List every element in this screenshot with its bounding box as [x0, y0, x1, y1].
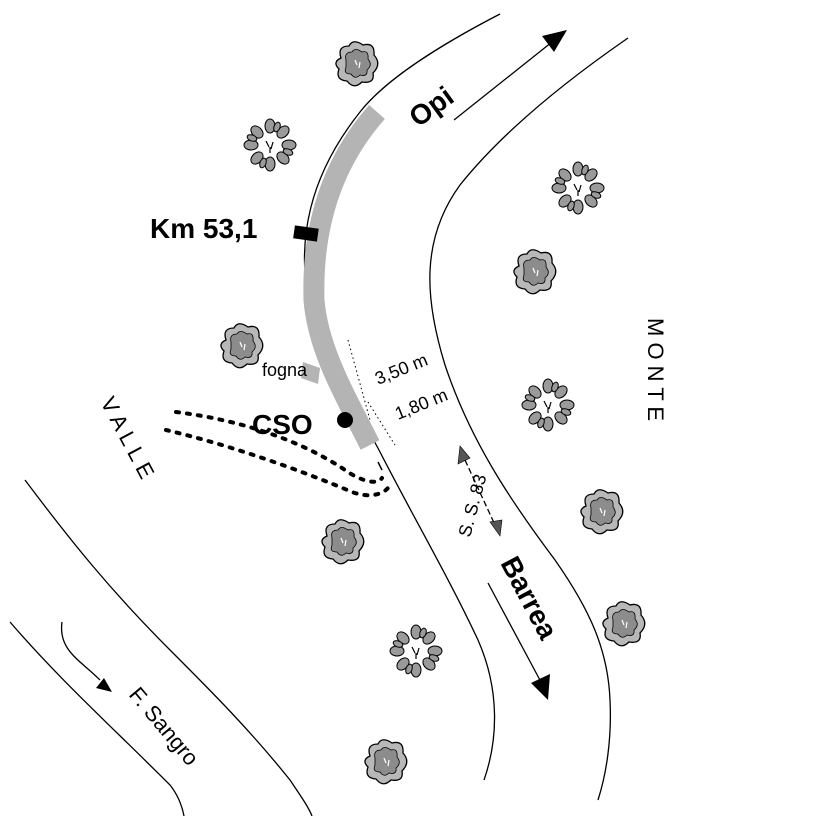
sewer-stub: [301, 362, 320, 384]
shrub-icon: [602, 601, 646, 647]
arrow-icon: [542, 30, 567, 52]
measure-line-1: [347, 339, 371, 421]
road-direction-double-arrow: [457, 445, 503, 537]
road-highlight-section: [303, 105, 385, 450]
road-name-label: S. S. 83: [455, 472, 491, 539]
cso-label: CSO: [252, 409, 313, 440]
arrow-icon: [96, 678, 112, 692]
river-flow-line: [60, 621, 101, 681]
shrub-icon: [580, 489, 624, 535]
tree-icon: [521, 378, 575, 432]
shrub-icon: [321, 519, 365, 565]
km-label: Km 53,1: [150, 213, 257, 244]
sewer-dotted-line-upper: [174, 410, 384, 484]
barrea-arrow-line: [487, 582, 542, 683]
tree-icon: [243, 118, 297, 172]
km-marker-icon: [293, 225, 319, 242]
road-right-edge: [429, 37, 629, 801]
shrub-icon: [364, 739, 408, 785]
river-bank-upper: [24, 479, 313, 816]
opi-arrow-line: [453, 41, 553, 121]
monte-label: M O N T E: [643, 318, 668, 421]
shrub-icon: [335, 41, 379, 87]
fogna-label: fogna: [262, 360, 308, 380]
river-bank-lower: [9, 621, 185, 816]
barrea-label: Barrea: [495, 551, 564, 644]
measure-tick: [377, 461, 383, 471]
distance-label-3-50: 3,50 m: [372, 350, 431, 389]
tree-icon: [551, 161, 605, 215]
tree-icon: [389, 624, 443, 678]
distance-label-1-80: 1,80 m: [392, 385, 451, 424]
manhole-icon: [337, 412, 353, 428]
river-label: F. Sangro: [124, 682, 204, 770]
opi-label: Opi: [403, 80, 459, 133]
valle-label: V A L L E: [96, 393, 160, 483]
shrub-icon: [513, 249, 557, 295]
sewer-dotted-line-lower: [164, 428, 390, 498]
arrow-icon: [531, 674, 550, 700]
shrub-icon: [220, 323, 264, 369]
